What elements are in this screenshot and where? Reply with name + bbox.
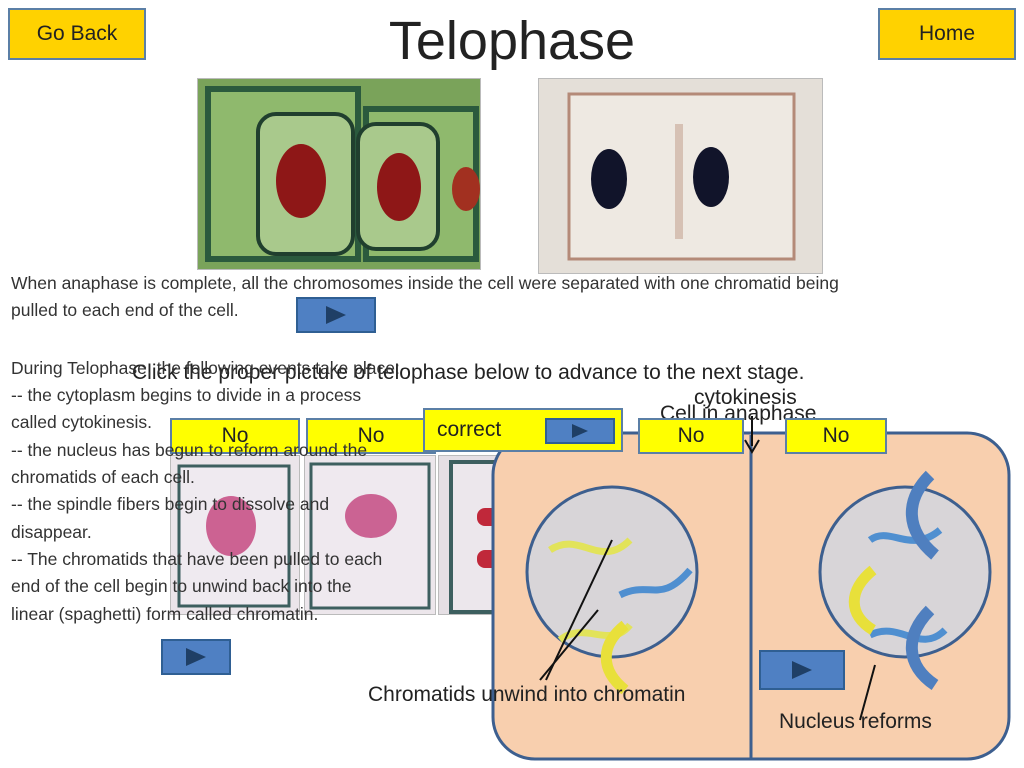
play-button-2[interactable]	[161, 639, 231, 675]
spindle-arc-1	[905, 470, 940, 560]
callout-no-1[interactable]: No	[170, 418, 300, 454]
play-button-3[interactable]	[759, 650, 845, 690]
body-text-line-2: -- the cytoplasm begins to divide in a p…	[11, 385, 362, 405]
callout-no-4[interactable]: No	[638, 418, 744, 454]
body-text-line-10: linear (spaghetti) form called chromatin…	[11, 604, 319, 624]
chromatin-blue-1	[618, 567, 693, 599]
nucleus-label: Nucleus reforms	[779, 710, 932, 733]
callout-no-5[interactable]: No	[785, 418, 887, 454]
pointer-line-1	[545, 539, 613, 681]
body-text-line-1: During Telophase, the following events t…	[11, 358, 400, 378]
micrograph-red-svg	[198, 79, 480, 269]
play-button-correct[interactable]	[545, 418, 615, 444]
telophase-micrograph-dark	[538, 78, 823, 274]
body-text-line-3: called cytokinesis.	[11, 412, 153, 432]
spindle-arc-3	[848, 565, 877, 635]
callout-no-2[interactable]: No	[306, 418, 436, 454]
chromatids-label: Chromatids unwind into chromatin	[368, 683, 686, 706]
pointer-line-3	[859, 664, 876, 721]
cell-diagram	[491, 431, 1011, 761]
play-button-1[interactable]	[296, 297, 376, 333]
intro-line-1: When anaphase is complete, all the chrom…	[11, 273, 839, 293]
spindle-arc-2	[905, 605, 939, 690]
micrograph-dark-svg	[539, 79, 822, 273]
play-icon	[326, 306, 346, 324]
page-title: Telophase	[388, 11, 636, 71]
instruction-text: Click the proper picture of telophase be…	[132, 361, 805, 384]
chromatin-yellow-1	[548, 537, 633, 555]
play-icon	[792, 661, 812, 679]
body-text-line-6: -- the spindle fibers begin to dissolve …	[11, 494, 330, 514]
body-text-line-5: chromatids of each cell.	[11, 467, 195, 487]
option-image-1[interactable]	[170, 455, 300, 615]
play-icon	[186, 648, 206, 666]
option-image-2[interactable]	[304, 455, 436, 615]
body-text-line-4: -- the nucleus has begun to reform aroun…	[11, 440, 368, 460]
pointer-line-2	[539, 609, 599, 681]
option-2-svg	[305, 456, 435, 614]
telophase-micrograph-red	[197, 78, 481, 270]
cytokinesis-label: cytokinesis	[694, 386, 797, 409]
home-button[interactable]: Home	[878, 8, 1016, 60]
callout-correct-label: correct	[437, 418, 502, 441]
play-icon	[572, 424, 588, 438]
body-text-line-8: -- The chromatids that have been pulled …	[11, 549, 383, 569]
arrow-icon	[744, 416, 760, 454]
spindle-arc-4	[600, 620, 629, 695]
body-text-line-7: disappear.	[11, 522, 92, 542]
go-back-button[interactable]: Go Back	[8, 8, 146, 60]
option-1-svg	[171, 456, 299, 614]
left-nucleus-circle	[525, 485, 699, 659]
body-text-line-9: end of the cell begin to unwind back int…	[11, 576, 352, 596]
chromatin-blue-2	[867, 527, 943, 544]
intro-line-2: pulled to each end of the cell.	[11, 300, 239, 320]
